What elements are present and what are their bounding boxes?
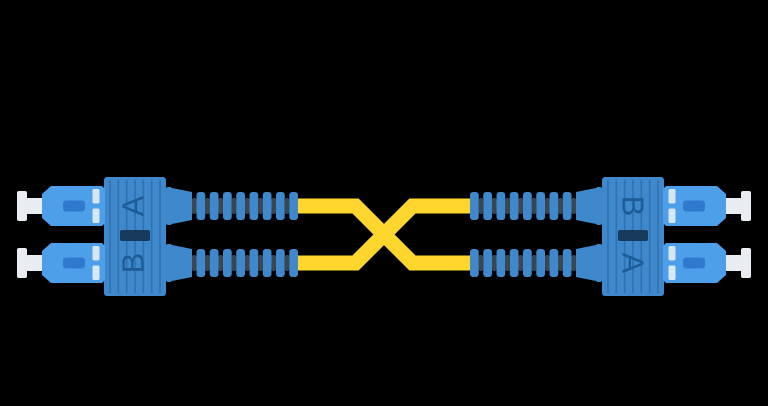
left-connector-label-top: A bbox=[116, 195, 151, 216]
sc-connector-left-bottom bbox=[17, 243, 105, 283]
sc-connector-left-top bbox=[17, 186, 105, 226]
left-housing-clip-bar bbox=[120, 230, 150, 241]
right-connector-label-bottom: A bbox=[616, 253, 651, 274]
boot-right-top bbox=[470, 187, 602, 225]
boot-left-top bbox=[166, 187, 298, 225]
sc-connector-right-bottom bbox=[663, 243, 751, 283]
right-duplex-housing: B A bbox=[602, 177, 664, 296]
boot-left-bottom bbox=[166, 244, 298, 282]
left-connector-label-bottom: B bbox=[116, 253, 151, 274]
left-duplex-housing: A B bbox=[104, 177, 166, 296]
sc-connector-right-top bbox=[663, 186, 751, 226]
right-housing-clip-bar bbox=[618, 230, 648, 241]
right-connector-label-top: B bbox=[616, 196, 651, 217]
boot-right-bottom bbox=[470, 244, 602, 282]
fiber-cable-b-to-a bbox=[298, 198, 470, 271]
